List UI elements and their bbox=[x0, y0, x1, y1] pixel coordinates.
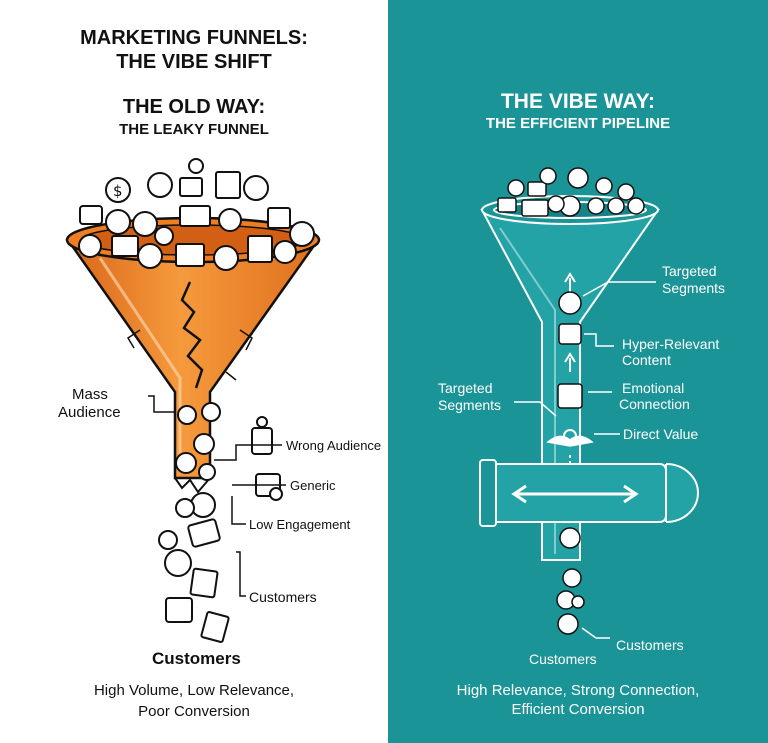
svg-text:$: $ bbox=[113, 182, 123, 200]
label-vibe-customers-bottom: Customers bbox=[529, 651, 597, 667]
label-direct-value: Direct Value bbox=[623, 426, 699, 442]
label-customers-side: Customers bbox=[249, 589, 317, 605]
crack-main bbox=[180, 281, 204, 389]
label-mass: Mass bbox=[72, 386, 108, 403]
old-way-title: THE OLD WAY: bbox=[122, 96, 266, 118]
generic-icon bbox=[255, 473, 283, 501]
label-audience: Audience bbox=[58, 404, 121, 421]
stem-icons bbox=[556, 291, 585, 635]
label-targeted-top-2: Segments bbox=[662, 280, 726, 296]
old-leader-lines bbox=[148, 395, 286, 597]
vibe-way-title: THE VIBE WAY: bbox=[500, 90, 656, 113]
old-way-footer-line1: High Volume, Low Relevance, bbox=[93, 682, 295, 699]
old-way-subtitle: THE LEAKY FUNNEL bbox=[119, 121, 269, 138]
leaking-icons bbox=[158, 402, 230, 643]
main-title-line1: MARKETING FUNNELS: bbox=[80, 27, 308, 49]
label-low-engagement: Low Engagement bbox=[249, 517, 351, 532]
vibe-way-subtitle: THE EFFICIENT PIPELINE bbox=[485, 115, 671, 132]
label-emotional-2: Connection bbox=[619, 396, 690, 412]
main-title-line2: THE VIBE SHIFT bbox=[116, 51, 272, 73]
vibe-way-footer-line2: Efficient Conversion bbox=[511, 701, 645, 718]
vibe-way-footer-line1: High Relevance, Strong Connection, bbox=[456, 682, 700, 699]
audience-icons-pile: $ bbox=[78, 158, 315, 271]
vibe-leader-lines bbox=[514, 281, 656, 639]
wrong-audience-icon bbox=[251, 416, 273, 455]
efficient-pipeline bbox=[479, 195, 699, 561]
label-emotional-1: Emotional bbox=[622, 380, 685, 396]
label-hyper-relevant-2: Content bbox=[622, 352, 672, 368]
label-hyper-relevant-1: Hyper-Relevant bbox=[622, 336, 720, 352]
label-targeted-left-1: Targeted bbox=[438, 380, 493, 396]
label-targeted-top-1: Targeted bbox=[662, 263, 717, 279]
label-targeted-left-2: Segments bbox=[438, 397, 502, 413]
label-wrong-audience: Wrong Audience bbox=[286, 438, 382, 453]
label-generic: Generic bbox=[290, 478, 336, 493]
old-way-footer-line2: Poor Conversion bbox=[138, 703, 250, 720]
label-vibe-customers-side: Customers bbox=[616, 637, 684, 653]
label-customers-bottom: Customers bbox=[152, 649, 241, 668]
curated-icons bbox=[497, 167, 645, 217]
